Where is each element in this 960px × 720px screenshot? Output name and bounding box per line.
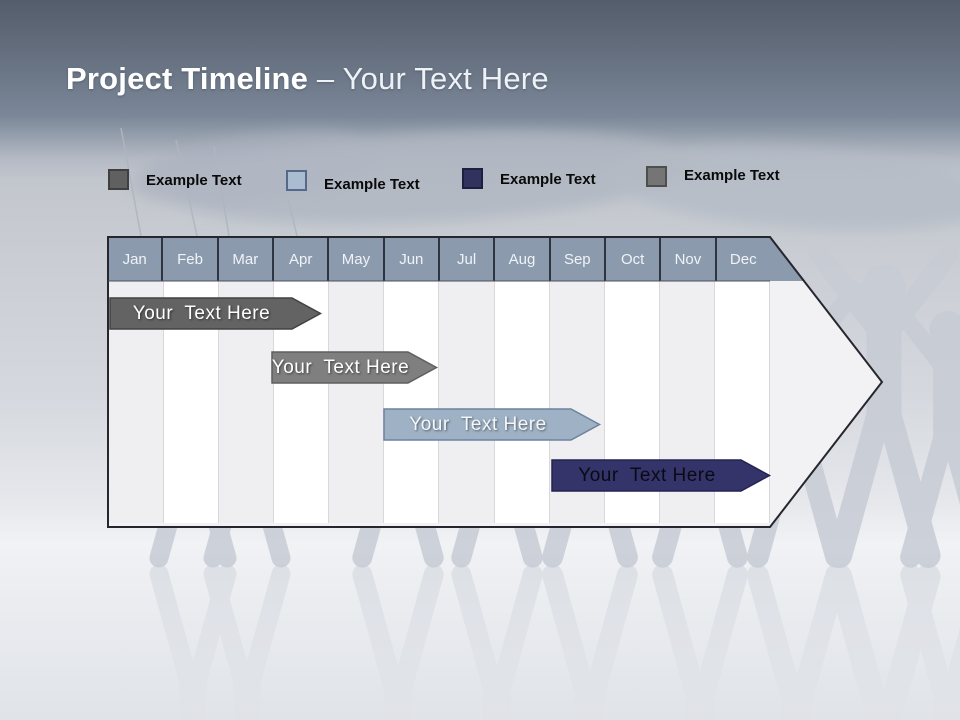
gantt-bar-2: Your Text Here (271, 351, 439, 384)
gantt-bar-label: Your Text Here (578, 464, 716, 486)
gantt-bar-label: Your Text Here (271, 356, 410, 378)
legend-swatch (462, 168, 483, 189)
gantt-bar-3: Your Text Here (383, 408, 602, 441)
legend-item: Example Text (286, 170, 420, 193)
gantt-bar-label: Your Text Here (409, 413, 547, 435)
legend-swatch (286, 170, 307, 191)
title-main: Project Timeline (66, 61, 309, 96)
title-subtitle: – Your Text Here (308, 61, 549, 96)
gantt-bar-label: Your Text Here (132, 302, 271, 324)
legend-swatch (108, 169, 129, 190)
legend-swatch (646, 166, 667, 187)
people-reflection (143, 574, 960, 720)
legend-item: Example Text (646, 166, 780, 187)
gantt-bar-1: Your Text Here (109, 297, 323, 330)
legend-label: Example Text (684, 167, 780, 184)
legend-label: Example Text (324, 176, 420, 193)
page-title: Project Timeline – Your Text Here (66, 61, 549, 97)
legend-label: Example Text (500, 171, 596, 188)
legend-item: Example Text (108, 169, 242, 190)
legend-item: Example Text (462, 168, 596, 189)
gantt-bar-4: Your Text Here (551, 459, 772, 492)
legend-label: Example Text (146, 172, 242, 189)
